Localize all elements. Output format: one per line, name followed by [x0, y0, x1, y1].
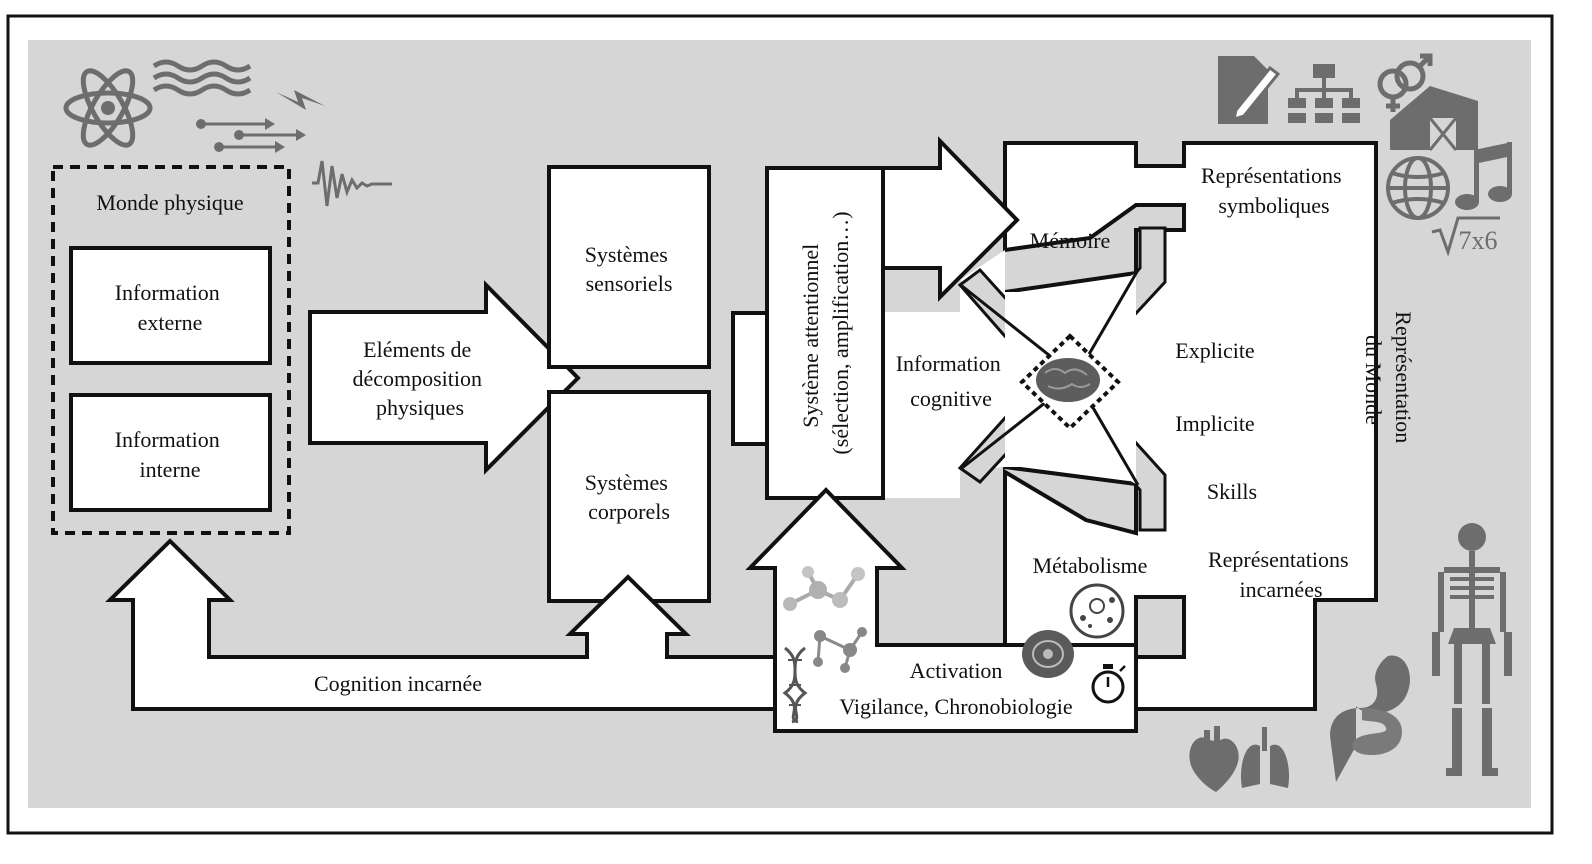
- document-edit-icon: [1218, 56, 1281, 124]
- molecule-small-icon: [813, 627, 867, 673]
- systeme-attentionnel-label: Système attentionnel (sélection, amplifi…: [798, 211, 853, 454]
- systemes-corporels-label: Systèmes corporels: [585, 470, 674, 524]
- memoire-label: Mémoire: [1030, 228, 1111, 253]
- skeleton-icon: [1432, 523, 1512, 776]
- info-externe-label: Information externe: [115, 280, 226, 335]
- info-interne-box: [69, 393, 272, 512]
- stomach-intestine-icon: [1330, 655, 1410, 782]
- cognition-incarnee-label: Cognition incarnée: [314, 671, 482, 696]
- monde-physique-box: [51, 165, 291, 535]
- activation-label: Activation: [910, 658, 1003, 683]
- mitochondria-icon: [1022, 630, 1074, 678]
- cognition-incarnee-arrow: [105, 538, 777, 711]
- implicite-label: Implicite: [1175, 411, 1254, 436]
- lungs-icon: [1240, 727, 1290, 788]
- representations-symboliques-label: Représentations symboliques: [1201, 163, 1347, 218]
- skills-label: Skills: [1207, 479, 1257, 504]
- vigilance-label: Vigilance, Chronobiologie: [839, 694, 1072, 719]
- gender-symbols-icon: [1377, 53, 1433, 112]
- information-cognitive-label: Information cognitive: [896, 351, 1007, 411]
- heart-icon: [1189, 726, 1239, 792]
- particle-arrows-icon: [196, 118, 306, 153]
- globe-icon: [1386, 156, 1450, 220]
- svg-text:7x6: 7x6: [1459, 226, 1498, 255]
- monde-physique-label: Monde physique: [96, 190, 243, 215]
- square-root-icon: 7x6: [1431, 216, 1500, 257]
- org-chart-icon: [1288, 64, 1360, 123]
- explicite-label: Explicite: [1175, 338, 1254, 363]
- info-externe-box: [69, 246, 272, 365]
- dna-icon: [782, 646, 808, 724]
- music-note-icon: [1455, 142, 1512, 210]
- systemes-corporels-box: [547, 390, 711, 603]
- waves-icon: [152, 59, 252, 97]
- systemes-sensoriels-label: Systèmes sensoriels: [585, 242, 674, 296]
- damped-wave-icon: [312, 160, 392, 207]
- attention-side-tab: [731, 311, 769, 446]
- representation-du-monde-label: Représentation du Monde: [1361, 311, 1416, 448]
- cognitive-flow-arrow: [883, 283, 1005, 498]
- systeme-attentionnel-box: [765, 166, 885, 500]
- representations-incarnees-label: Représentations incarnées: [1208, 547, 1354, 602]
- decomposition-label: Eléments de décomposition physiques: [352, 337, 487, 420]
- cell-icon: [1069, 583, 1125, 639]
- decomposition-arrow: [308, 280, 581, 475]
- atom-icon: [63, 68, 153, 148]
- systemes-sensoriels-box: [547, 165, 711, 369]
- molecule-icon: [783, 566, 865, 611]
- barn-icon: [1390, 86, 1478, 151]
- brain-icon: [1036, 358, 1100, 402]
- lightning-icon: [276, 90, 325, 110]
- stopwatch-icon: [1091, 664, 1126, 704]
- info-interne-label: Information interne: [115, 427, 226, 482]
- metabolisme-label: Métabolisme: [1033, 553, 1148, 578]
